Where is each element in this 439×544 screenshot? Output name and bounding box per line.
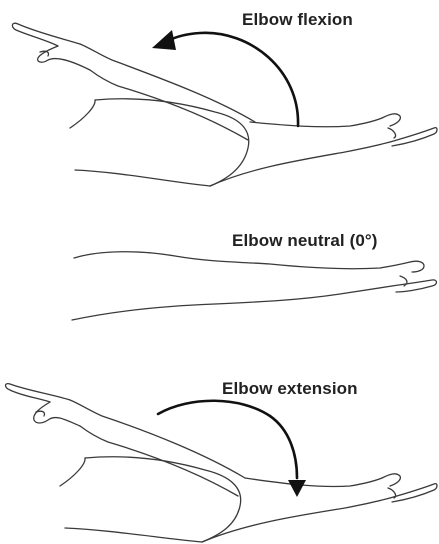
- arm-flexed-up: [12, 23, 255, 186]
- flexion-arrow-arc: [168, 33, 298, 126]
- label-elbow-neutral: Elbow neutral (0°): [232, 231, 378, 251]
- label-elbow-extension: Elbow extension: [222, 379, 358, 399]
- label-elbow-flexion: Elbow flexion: [242, 10, 353, 30]
- flexion-arrowhead: [152, 30, 176, 50]
- arm-flexed-extension-start: [6, 384, 246, 542]
- arm-neutral: [72, 252, 437, 320]
- arm-extended-extension-end: [202, 474, 437, 542]
- extension-arrowhead: [288, 480, 306, 497]
- arm-extended-faint-flexion: [210, 114, 437, 186]
